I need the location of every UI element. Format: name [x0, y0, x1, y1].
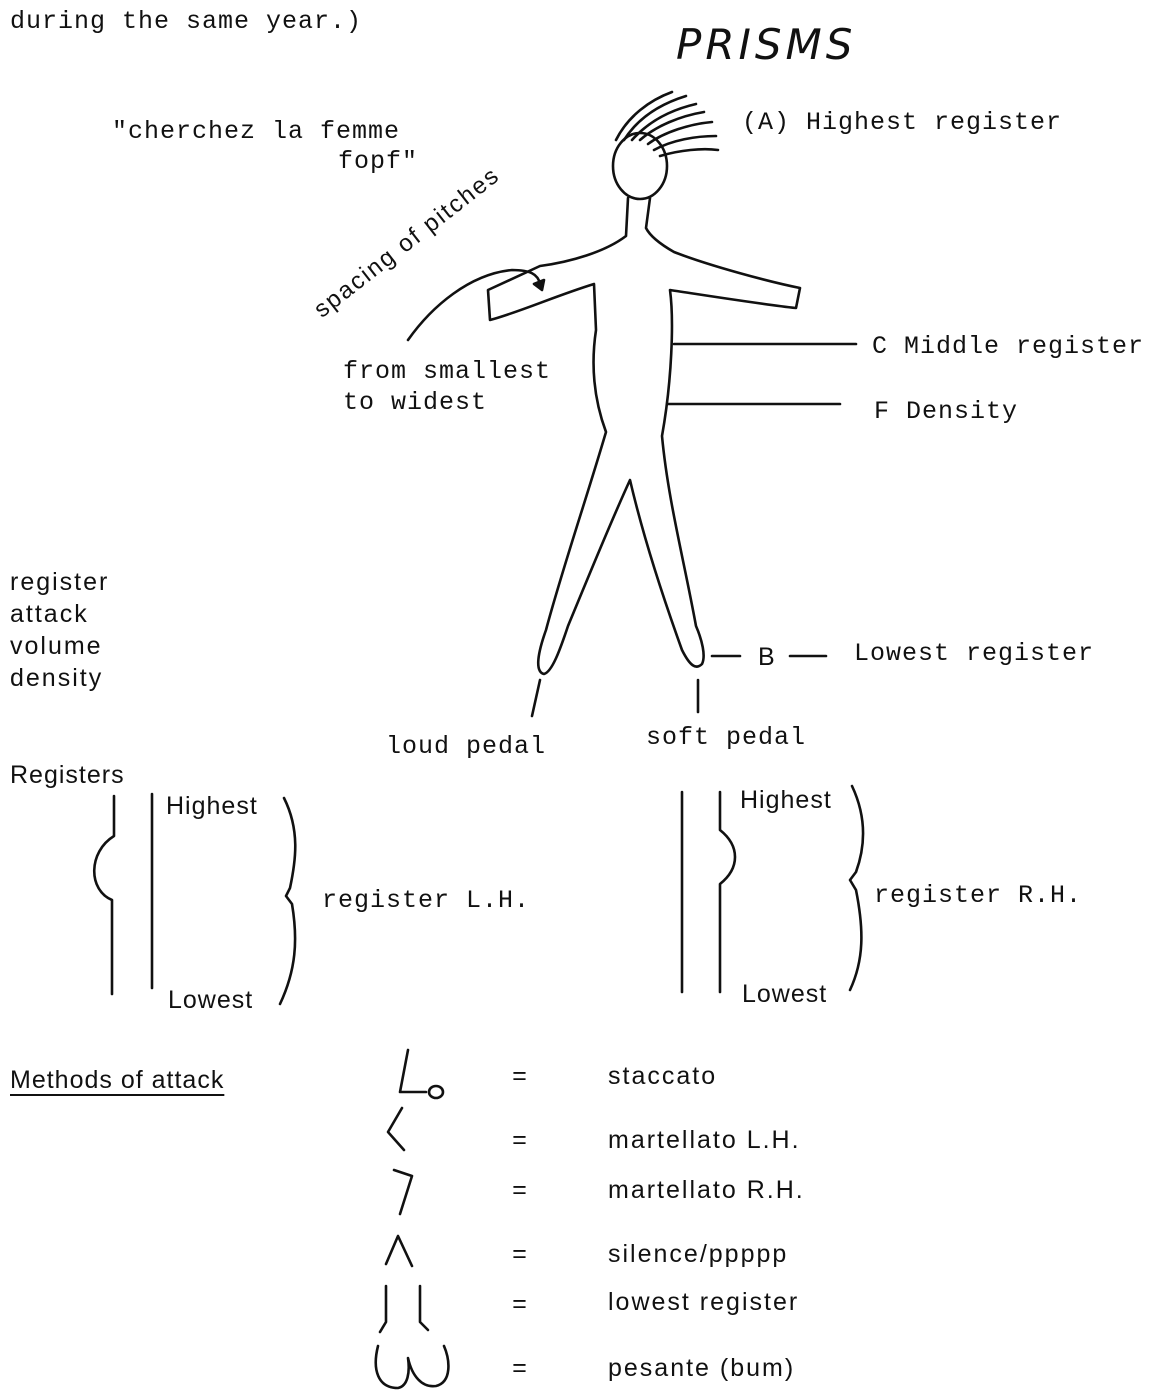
- attack-meaning: martellato R.H.: [608, 1176, 805, 1204]
- right-register-line-curved: [718, 790, 737, 994]
- label-b-letter: B: [758, 643, 777, 671]
- label-f: F Density: [874, 397, 1019, 426]
- loud-pedal-label: loud pedal: [386, 732, 547, 761]
- lowest-register-symbol-icon: [378, 1284, 430, 1334]
- parameter-item: attack: [10, 600, 89, 628]
- label-c: C Middle register: [872, 332, 1145, 361]
- equals-sign: =: [512, 1177, 529, 1206]
- left-register-highest: Highest: [166, 792, 258, 820]
- quote-line-2: fopf": [338, 147, 419, 176]
- attack-meaning: lowest register: [608, 1288, 800, 1316]
- equals-sign: =: [512, 1127, 529, 1156]
- soft-pedal-label: soft pedal: [646, 723, 807, 752]
- left-register-line-curved: [92, 794, 116, 996]
- figure-body: [486, 196, 802, 676]
- equals-sign: =: [512, 1291, 529, 1320]
- attack-meaning: pesante (bum): [608, 1354, 796, 1382]
- right-register-highest: Highest: [740, 786, 832, 814]
- left-register-lowest: Lowest: [168, 986, 254, 1014]
- pesante-symbol-icon: [374, 1344, 450, 1390]
- label-a: (A) Highest register: [742, 108, 1063, 137]
- intro-fragment: during the same year.): [10, 7, 363, 36]
- page-title: PRISMS: [676, 20, 857, 69]
- left-register-label: register L.H.: [322, 886, 531, 915]
- equals-sign: =: [512, 1241, 529, 1270]
- martellato-lh-symbol-icon: [386, 1106, 406, 1152]
- right-register-brace: [848, 784, 865, 992]
- parameter-item: density: [10, 664, 104, 692]
- right-register-lowest: Lowest: [742, 980, 828, 1008]
- equals-sign: =: [512, 1355, 529, 1384]
- right-register-label: register R.H.: [874, 881, 1083, 910]
- spacing-range-line-2: to widest: [343, 388, 488, 417]
- quote-line-1: "cherchez la femme: [112, 117, 401, 146]
- martellato-rh-symbol-icon: [392, 1168, 414, 1216]
- staccato-symbol-icon: [398, 1048, 445, 1100]
- spacing-range-line-1: from smallest: [343, 357, 552, 386]
- spacing-arrow: [406, 268, 542, 342]
- figure-head: [611, 131, 669, 201]
- parameter-item: register: [10, 568, 110, 596]
- attack-meaning: martellato L.H.: [608, 1126, 801, 1154]
- attack-meaning: silence/ppppp: [608, 1240, 789, 1268]
- attack-meaning: staccato: [608, 1062, 718, 1090]
- equals-sign: =: [512, 1063, 529, 1092]
- left-register-brace: [278, 796, 297, 1006]
- attack-heading: Methods of attack: [10, 1066, 225, 1094]
- hair-strokes: [614, 90, 720, 158]
- registers-heading: Registers: [10, 761, 125, 789]
- parameter-item: volume: [10, 632, 103, 660]
- silence-symbol-icon: [384, 1234, 414, 1268]
- label-b: Lowest register: [854, 639, 1095, 668]
